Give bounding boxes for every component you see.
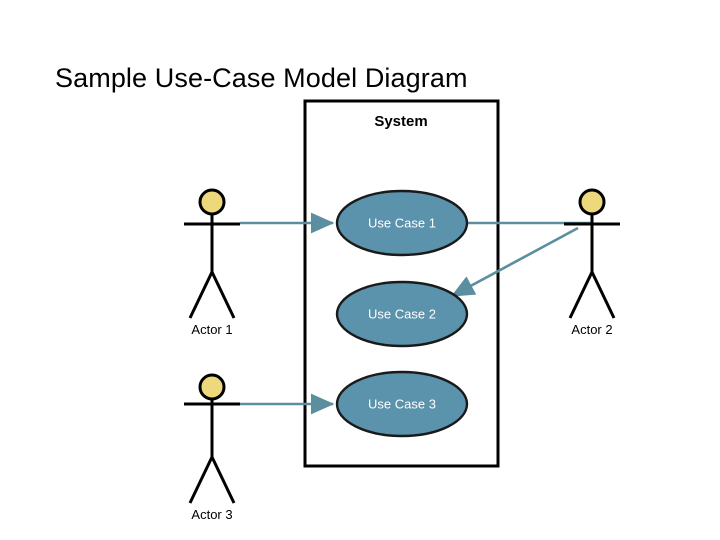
use-case-label: Use Case 2 bbox=[368, 306, 436, 321]
actor-leg-left bbox=[568, 271, 594, 319]
association-actor2-usecase2 bbox=[450, 226, 579, 298]
page-title: Sample Use-Case Model Diagram bbox=[55, 63, 468, 93]
use-case-ellipse[interactable] bbox=[335, 189, 469, 257]
actor-leg-right bbox=[210, 271, 236, 319]
actor-leg-right bbox=[210, 456, 236, 504]
actor-leg-left bbox=[188, 456, 214, 504]
actor-leg-right bbox=[590, 271, 616, 319]
use-case-label: Use Case 1 bbox=[368, 215, 436, 230]
use-case-ellipse[interactable] bbox=[335, 370, 469, 438]
actor-head-icon bbox=[198, 373, 226, 401]
system-label: System bbox=[374, 113, 427, 130]
actor-label: Actor 3 bbox=[191, 507, 232, 522]
use-case-uc2[interactable]: Use Case 2 bbox=[335, 280, 469, 348]
actor-leg-left bbox=[188, 271, 214, 319]
actor-label: Actor 2 bbox=[571, 322, 612, 337]
actor-actor1[interactable]: Actor 1 bbox=[184, 188, 240, 337]
actor-head-icon bbox=[578, 188, 606, 216]
use-case-uc1[interactable]: Use Case 1 bbox=[335, 189, 469, 257]
actor-actor2[interactable]: Actor 2 bbox=[564, 188, 620, 337]
use-case-uc3[interactable]: Use Case 3 bbox=[335, 370, 469, 438]
actor-head-icon bbox=[198, 188, 226, 216]
actor-actor3[interactable]: Actor 3 bbox=[184, 373, 240, 522]
use-case-label: Use Case 3 bbox=[368, 396, 436, 411]
use-case-ellipse[interactable] bbox=[335, 280, 469, 348]
actor-label: Actor 1 bbox=[191, 322, 232, 337]
